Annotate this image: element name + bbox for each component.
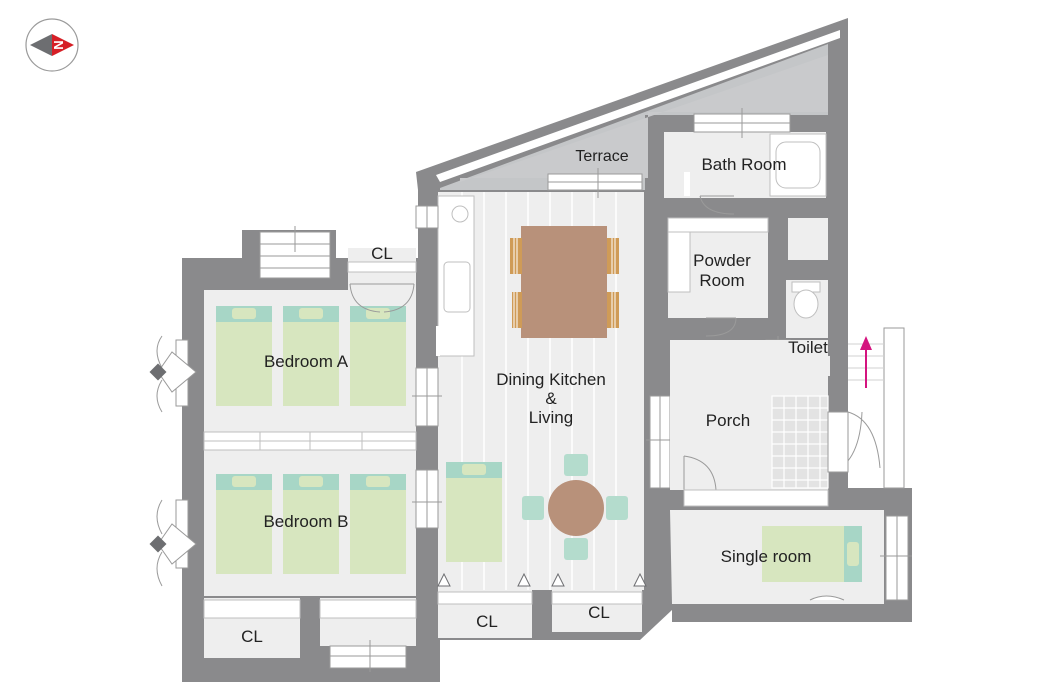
- label-cl-bottom-left: CL: [241, 627, 263, 646]
- dining-table: [510, 226, 619, 338]
- label-porch: Porch: [706, 411, 750, 430]
- label-bath-room: Bath Room: [701, 155, 786, 174]
- label-cl-bottom-right: CL: [588, 603, 610, 622]
- terrace-floor: [440, 44, 828, 190]
- entry-arrow-icon: [860, 336, 872, 388]
- label-dining-amp: &: [545, 389, 557, 408]
- label-living: Living: [529, 408, 573, 427]
- label-powder-room-line1: Powder: [693, 251, 751, 270]
- porch-tiles: [771, 395, 829, 489]
- label-cl-top: CL: [371, 244, 393, 263]
- label-dining-kitchen: Dining Kitchen: [496, 370, 606, 389]
- living-bottom-doors: [437, 572, 647, 587]
- label-toilet: Toilet: [788, 338, 828, 357]
- room-labels: Terrace Bath Room Powder Room CL Bedroom…: [241, 148, 828, 646]
- beds-bedroom-b: [216, 474, 406, 574]
- compass-letter: N: [51, 40, 66, 49]
- kitchen-counter: [437, 195, 475, 357]
- label-single-room: Single room: [721, 547, 812, 566]
- sofa-bed: [446, 462, 502, 562]
- label-bedroom-b: Bedroom B: [263, 512, 348, 531]
- label-cl-bottom-mid: CL: [476, 612, 498, 631]
- storage-box: [788, 218, 828, 260]
- label-powder-room-line2: Room: [699, 271, 744, 290]
- label-bedroom-a: Bedroom A: [264, 352, 349, 371]
- label-terrace: Terrace: [575, 148, 628, 165]
- north-compass-icon: N: [25, 18, 79, 72]
- bedroom-window-sashes: [156, 335, 197, 587]
- round-table: [522, 454, 628, 560]
- closet-door: [349, 283, 415, 313]
- single-room-bed: [762, 526, 862, 582]
- beds-bedroom-a: [216, 306, 406, 406]
